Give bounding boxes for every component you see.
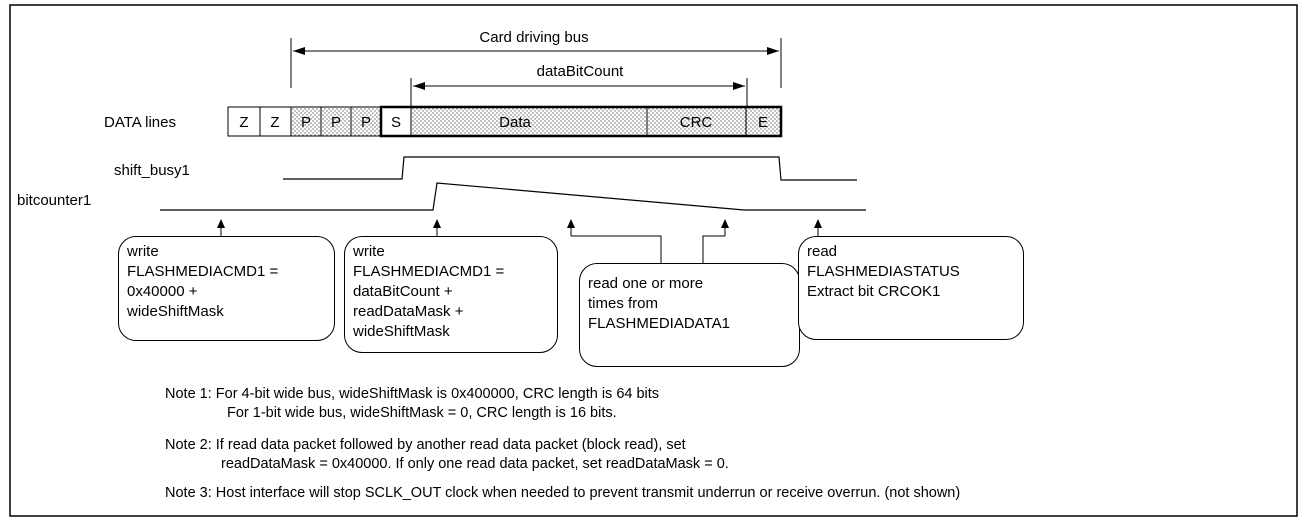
callout-write-cmd1-line: 0x40000 + — [127, 283, 198, 300]
callout-write-cmd1-read-line: readDataMask + — [353, 303, 464, 320]
callout-write-cmd1-read: write FLASHMEDIACMD1 = dataBitCount + re… — [344, 236, 558, 353]
shift-busy1-label: shift_busy1 — [114, 162, 190, 179]
data-cell-e: E — [758, 114, 768, 131]
note-3: Note 3: Host interface will stop SCLK_OU… — [165, 485, 961, 501]
bitcounter1-waveform — [160, 182, 866, 211]
note-1-line-1: Note 1: For 4-bit wide bus, wideShiftMas… — [165, 386, 660, 402]
data-cell-data: Data — [499, 114, 531, 131]
callout-write-cmd1-read-line: wideShiftMask — [353, 323, 450, 340]
callout-read-status: read FLASHMEDIASTATUS Extract bit CRCOK1 — [798, 236, 1024, 340]
callout-read-data1-line: FLASHMEDIADATA1 — [588, 315, 730, 332]
note-2-line-2: readDataMask = 0x40000. If only one read… — [221, 456, 729, 472]
data-cell-z2: Z — [270, 114, 279, 131]
callout-read-data1-line: times from — [588, 295, 659, 312]
callout-write-cmd1: write FLASHMEDIACMD1 = 0x40000 + wideShi… — [118, 236, 335, 341]
bitcounter1-label: bitcounter1 — [17, 192, 91, 209]
card-driving-bus-dimension — [290, 38, 782, 88]
data-bit-count-dimension — [410, 78, 748, 108]
callout-write-cmd1-read-line: write — [353, 243, 385, 260]
data-cell-p1: P — [301, 114, 311, 131]
outer-frame — [9, 4, 1298, 517]
shift-busy1-waveform — [283, 156, 857, 181]
callout-read-data1: read one or more times from FLASHMEDIADA… — [579, 263, 800, 367]
callout-read-status-line: read — [807, 243, 838, 260]
data-cell-p3: P — [361, 114, 371, 131]
note-2-line-1: Note 2: If read data packet followed by … — [165, 437, 686, 453]
data-lines-label: DATA lines — [104, 114, 176, 131]
data-lines-row — [227, 105, 783, 138]
note-1-line-2: For 1-bit wide bus, wideShiftMask = 0, C… — [227, 405, 617, 421]
data-bit-count-label: dataBitCount — [537, 63, 625, 80]
callout-write-cmd1-line: wideShiftMask — [127, 303, 224, 320]
event-arrows — [217, 219, 822, 263]
callout-read-data1-line: read one or more — [588, 275, 704, 292]
data-cell-p2: P — [331, 114, 341, 131]
callout-write-cmd1-read-line: dataBitCount + — [353, 283, 453, 300]
callout-read-status-line: FLASHMEDIASTATUS — [807, 263, 960, 280]
callout-write-cmd1-read-line: FLASHMEDIACMD1 = — [353, 263, 505, 280]
data-cell-s: S — [391, 114, 401, 131]
data-cell-z1: Z — [239, 114, 248, 131]
data-cell-crc: CRC — [680, 114, 713, 131]
callout-write-cmd1-line: FLASHMEDIACMD1 = — [127, 263, 279, 280]
card-driving-bus-label: Card driving bus — [479, 29, 588, 46]
callout-read-status-line: Extract bit CRCOK1 — [807, 283, 941, 300]
callout-write-cmd1-line: write — [127, 243, 159, 260]
